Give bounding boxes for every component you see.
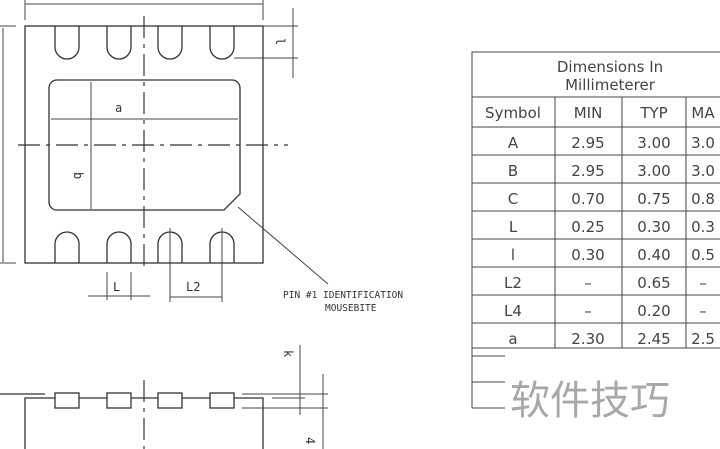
table-cell: 0.20 bbox=[637, 302, 670, 320]
table-header: TYP bbox=[639, 104, 667, 122]
table-cell: 0.70 bbox=[571, 190, 604, 208]
table-cell: L4 bbox=[504, 302, 522, 320]
table-cell: 2.5 bbox=[691, 330, 715, 348]
table-cell: 0.30 bbox=[571, 246, 604, 264]
table-cell: 0.75 bbox=[637, 190, 670, 208]
table-cell: 3.00 bbox=[637, 134, 670, 152]
table-cell: – bbox=[699, 274, 707, 292]
table-subtitle: Millimeterer bbox=[565, 76, 656, 94]
table-cell: 0.8 bbox=[691, 190, 715, 208]
table-cell: a bbox=[508, 330, 517, 348]
label-l: l bbox=[273, 38, 287, 45]
exposed-pad bbox=[48, 79, 241, 211]
table-header: MA bbox=[691, 104, 715, 122]
table-header: Symbol bbox=[485, 104, 541, 122]
table-cell: L2 bbox=[504, 274, 522, 292]
table-cell: 0.30 bbox=[637, 218, 670, 236]
pin1-note: PIN #1 IDENTIFICATION bbox=[283, 290, 403, 301]
table-cell: 2.95 bbox=[571, 162, 604, 180]
table-header: MIN bbox=[574, 104, 603, 122]
table-cell: 3.0 bbox=[691, 134, 715, 152]
dimensions-table: Dimensions In Millimeterer Symbol MIN TYP M… bbox=[471, 51, 720, 409]
table-cell: l bbox=[511, 246, 515, 264]
table-cell: – bbox=[699, 302, 707, 320]
top-view: a b l L L2 PIN #1 IDENTIFICATION MOUSEBI… bbox=[0, 0, 403, 314]
label-a: a bbox=[115, 101, 122, 115]
table-cell: 2.30 bbox=[571, 330, 604, 348]
table-cell: 0.65 bbox=[637, 274, 670, 292]
table-cell: 3.00 bbox=[637, 162, 670, 180]
table-cell: C bbox=[508, 190, 518, 208]
table-title: Dimensions In bbox=[557, 58, 663, 76]
label-L4: 4 bbox=[303, 437, 317, 444]
table-cell: B bbox=[508, 162, 518, 180]
mousebite-note: MOUSEBITE bbox=[325, 303, 377, 314]
table-cell: L bbox=[509, 218, 518, 236]
table-cell: A bbox=[508, 134, 519, 152]
leader-line bbox=[237, 206, 329, 285]
top-pads bbox=[54, 26, 235, 60]
side-view: k 4 bbox=[0, 345, 328, 449]
table-cell: 0.25 bbox=[571, 218, 604, 236]
table-cell: 0.5 bbox=[691, 246, 715, 264]
table-cell: 2.45 bbox=[637, 330, 670, 348]
label-L2: L2 bbox=[186, 280, 200, 294]
table-cell: 0.3 bbox=[691, 218, 715, 236]
label-k: k bbox=[281, 350, 295, 358]
table-cell: 3.0 bbox=[691, 162, 715, 180]
table-cell: – bbox=[584, 302, 592, 320]
table-cell: – bbox=[584, 274, 592, 292]
label-b: b bbox=[71, 172, 85, 179]
label-L: L bbox=[113, 280, 120, 294]
table-cell: 0.40 bbox=[637, 246, 670, 264]
watermark: 软件技巧 bbox=[510, 378, 670, 424]
table-cell: 2.95 bbox=[571, 134, 604, 152]
